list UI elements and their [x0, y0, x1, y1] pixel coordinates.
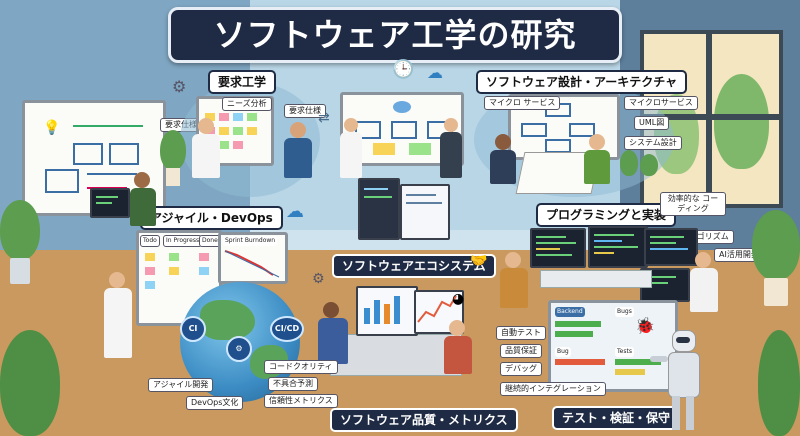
plant-right-bottom [758, 330, 800, 436]
quality-bar-chart [364, 296, 400, 324]
quality-desk [330, 334, 462, 376]
quality-note-code: コードクオリティ [264, 360, 338, 374]
requirements-heading: 要求工学 [208, 70, 277, 94]
page-title: ソフトウェア工学の研究 [168, 7, 622, 63]
pipeline-node-mid: ⚙ [226, 336, 252, 362]
plant-right [752, 210, 800, 310]
bug-icon: 🐞 [635, 316, 655, 335]
cloud-icon-ecosystem: ☁ [286, 201, 304, 222]
arrow-icon: ⇄ [318, 110, 330, 126]
ecosystem-screen-2 [400, 184, 450, 240]
programming-monitor-1 [530, 228, 586, 268]
architecture-note-system-design: システム設計 [624, 136, 682, 150]
testing-dashboard: Backend Bugs 🐞 Bug Tests [548, 300, 678, 392]
agile-tag-agile-dev: アジャイル開発 [148, 378, 214, 392]
programming-monitor-2 [588, 226, 648, 268]
globe-land [200, 300, 255, 340]
ecosystem-heading: ソフトウェアエコシステム [332, 254, 496, 278]
lightbulb-icon: 💡 [43, 120, 61, 136]
pie-chart-icon: ◕ [452, 291, 465, 307]
architecture-heading: ソフトウェア設計・アーキテクチャ [476, 70, 688, 94]
pipeline-node-ci: CI [180, 316, 206, 342]
pipeline-node-cicd: CI/CD [270, 316, 304, 342]
quality-line-chart [417, 295, 457, 323]
programming-desk [540, 270, 652, 288]
quality-heading: ソフトウェア品質・メトリクス [330, 408, 518, 432]
quality-monitor-1 [356, 286, 418, 336]
testing-note-auto: 自動テスト [496, 326, 546, 340]
programming-heading: プログラミングと実装 [536, 203, 677, 227]
agile-tag-devops: DevOps文化 [186, 396, 244, 410]
testing-heading: テスト・検証・保守 [552, 406, 681, 430]
ecosystem-screen-1 [358, 178, 400, 240]
gear-icon: ⚙ [172, 77, 187, 96]
architecture-note-uml: UML図 [634, 116, 670, 130]
burndown-chart [224, 250, 280, 278]
architecture-note-microservice-short: マイクロ サービス [484, 96, 561, 110]
clock-icon: 🕒 [392, 59, 415, 80]
dashboard-bugs: Bugs [615, 307, 634, 317]
quality-monitor-2 [414, 290, 464, 334]
plant-mid-left [160, 130, 186, 190]
testing-note-ci: 継続的インテグレーション [500, 382, 606, 396]
plant-left-bottom [0, 330, 60, 436]
kanban-col-progress: In Progress [163, 235, 203, 247]
dashboard-bug: Bug [555, 347, 571, 357]
agile-heading: アジャイル・DevOps [140, 206, 283, 230]
plant-left [0, 200, 40, 290]
quality-note-defect: 不具合予測 [268, 377, 318, 391]
testing-note-debug: デバッグ [500, 362, 542, 376]
programming-note-efficient: 効率的な コーディング [660, 192, 726, 216]
cloud-icon: ☁ [427, 63, 443, 82]
requirements-note-needs: ニーズ分析 [222, 97, 272, 111]
programming-monitor-3 [644, 228, 698, 266]
burndown-board: Sprint Burndown [218, 232, 288, 284]
burndown-title: Sprint Burndown [223, 236, 278, 246]
handshake-icon: 🤝 [470, 253, 488, 269]
plant-shelf [620, 150, 660, 200]
dashboard-tests: Tests [615, 347, 634, 357]
architecture-note-microservice: マイクロサービス [624, 96, 698, 110]
quality-note-reliability: 信頼性メトリクス [264, 394, 338, 408]
kanban-col-todo: Todo [140, 235, 160, 247]
agile-monitor [90, 188, 130, 218]
requirements-note-spec: 要求仕様 [284, 104, 326, 118]
dashboard-backend: Backend [555, 307, 585, 317]
gear-icon-ecosystem: ⚙ [312, 271, 325, 287]
testing-note-qa: 品質保証 [500, 344, 542, 358]
